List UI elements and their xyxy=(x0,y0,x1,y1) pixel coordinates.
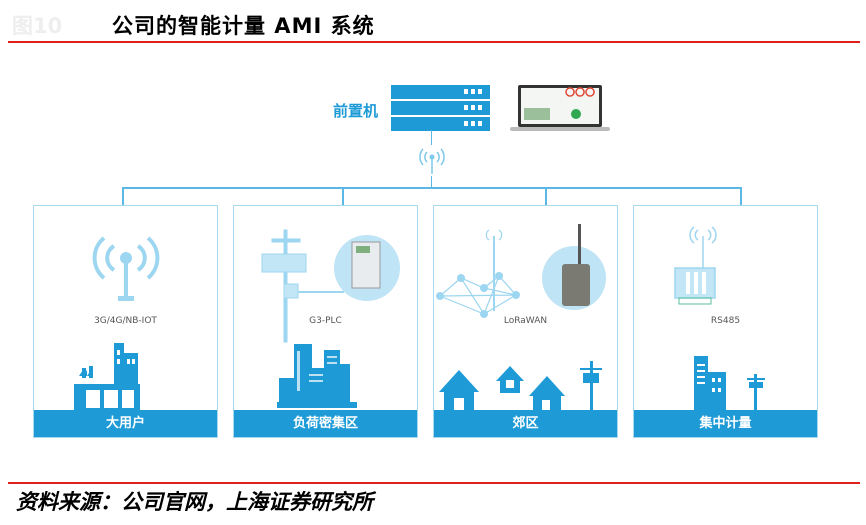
antenna-factory-icon xyxy=(74,236,160,411)
protocol-label: LoRaWAN xyxy=(503,316,548,326)
category-label: 大用户 xyxy=(34,410,217,437)
bottom-divider xyxy=(8,482,860,484)
concentrator-building-icon xyxy=(674,226,765,411)
category-label: 集中计量 xyxy=(634,410,817,437)
head-end-label: 前置机 xyxy=(333,102,379,120)
figure-number: 图10 xyxy=(12,14,63,38)
laptop-icon xyxy=(510,85,610,131)
pole-meter-city-icon xyxy=(261,229,400,408)
protocol-label: G3-PLC xyxy=(309,316,342,326)
panel-centralized-metering: RS485 集中计量 xyxy=(633,205,818,438)
wireless-antenna-icon xyxy=(419,148,445,174)
server-unit xyxy=(391,85,490,99)
server-unit xyxy=(391,101,490,115)
panel-suburb: LoRaWAN 郊区 xyxy=(433,205,618,438)
server-unit xyxy=(391,117,490,131)
panel-large-users: 3G/4G/NB-IOT 大用户 xyxy=(33,205,218,438)
protocol-label: RS485 xyxy=(710,316,741,326)
page-title: 公司的智能计量 AMI 系统 xyxy=(112,14,375,38)
mesh-gateway-houses-icon xyxy=(436,224,606,411)
top-divider xyxy=(8,41,860,43)
source-note: 资料来源：公司官网，上海证券研究所 xyxy=(16,489,373,514)
panel-load-dense-area: G3-PLC 负荷密集区 xyxy=(233,205,418,438)
category-label: 郊区 xyxy=(434,410,617,437)
protocol-label: 3G/4G/NB-IOT xyxy=(94,316,157,326)
category-label: 负荷密集区 xyxy=(234,410,417,437)
